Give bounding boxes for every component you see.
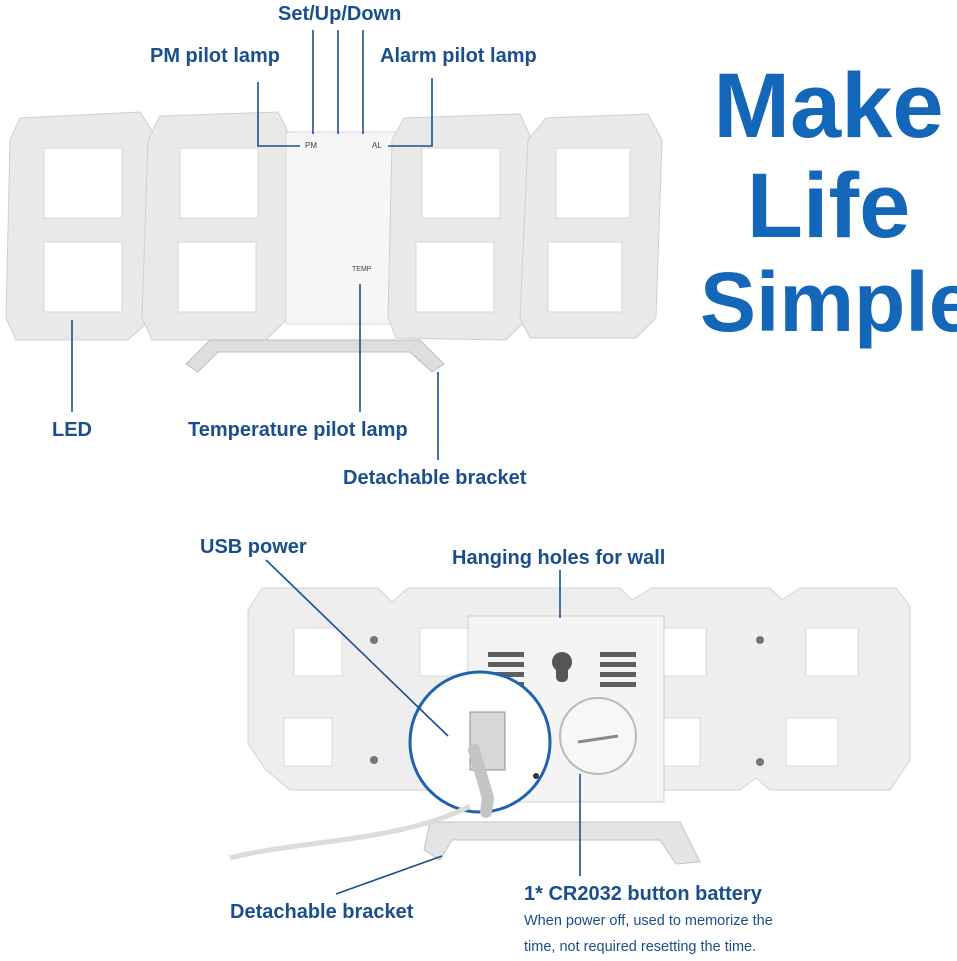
- bottom-bracket: [423, 821, 701, 865]
- usb-cable: [229, 803, 472, 861]
- headline-life: Life: [746, 155, 911, 257]
- usb-port-magnifier: [408, 670, 552, 818]
- detachable-bracket-bottom-label: Detachable bracket: [230, 901, 414, 923]
- detachable-bracket-top-label: Detachable bracket: [343, 467, 527, 489]
- pm-pilot-lamp-label: PM pilot lamp: [150, 45, 280, 67]
- temperature-pilot-lamp-label: Temperature pilot lamp: [188, 419, 408, 441]
- temp-tag: TEMP: [352, 266, 372, 273]
- usb-power-label: USB power: [200, 536, 307, 558]
- set-up-down-label: Set/Up/Down: [278, 3, 402, 25]
- top-leader-lines: [71, 30, 439, 460]
- pm-tag: PM: [305, 141, 317, 150]
- battery-cover: [559, 697, 637, 775]
- battery-note-line-2: time, not required resetting the time.: [524, 939, 757, 955]
- top-digit-4: [519, 113, 663, 339]
- headline-simple: Simple: [700, 255, 957, 349]
- al-tag: AL: [372, 141, 382, 150]
- hanging-holes-label: Hanging holes for wall: [452, 547, 666, 569]
- headline-make: Make: [713, 55, 944, 157]
- top-digit-1: [5, 111, 159, 341]
- bottom-leader-lines: [265, 559, 581, 895]
- top-bracket: [185, 339, 445, 373]
- battery-note-line-1: When power off, used to memorize the: [524, 913, 773, 929]
- top-center-panel: [285, 131, 397, 325]
- led-label: LED: [52, 419, 92, 441]
- battery-title: 1* CR2032 button battery: [524, 883, 762, 905]
- top-digit-3: [387, 113, 533, 341]
- alarm-pilot-lamp-label: Alarm pilot lamp: [380, 45, 537, 67]
